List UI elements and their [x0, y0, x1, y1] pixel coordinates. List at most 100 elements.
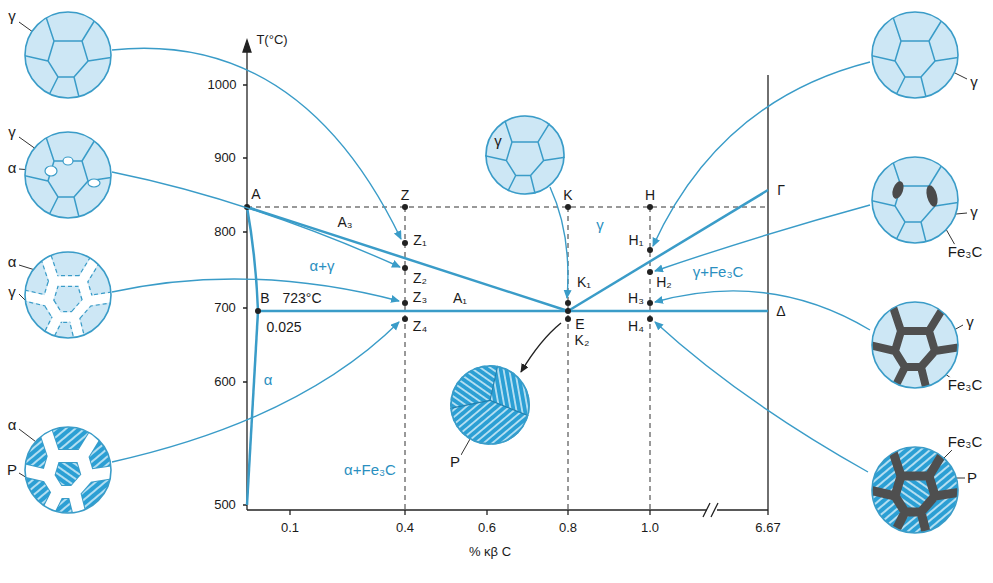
axis-title: % κβ C [468, 545, 512, 559]
microstructure-circle: γFe₃C [871, 301, 959, 389]
circle-outline [871, 301, 959, 389]
axes [243, 85, 247, 505]
circle-outline [871, 446, 959, 534]
circle-outline [486, 116, 564, 194]
point-label: Z₃ [412, 290, 428, 305]
ferrite-nucleation-structure [22, 131, 114, 221]
phase-label: γ [969, 204, 979, 220]
tick-label: 0.8 [558, 521, 578, 535]
pointer-arrows [112, 279, 399, 301]
points [244, 204, 653, 322]
microstructure-circle: γα [24, 131, 112, 219]
point-label: Γ [776, 183, 786, 198]
leader-lines [19, 22, 967, 481]
phase-label: γ [969, 74, 979, 90]
phase-lines [568, 190, 768, 311]
axes [290, 510, 768, 515]
ferrite-nucleation-structure [25, 132, 111, 218]
austenite-structure [22, 11, 114, 101]
circle-outline [24, 11, 112, 99]
phase-label: γ [7, 124, 17, 140]
pointer-arrows [550, 187, 568, 298]
point-label: H₃ [627, 291, 645, 306]
austenite-structure [482, 114, 568, 198]
tick-label: 0.6 [477, 521, 497, 535]
points [402, 204, 408, 210]
phase-lines [247, 311, 258, 505]
cementite-nucleation-structure [872, 157, 958, 243]
pearlite-structure [444, 359, 537, 452]
dashed-guides [247, 207, 768, 208]
points [402, 240, 408, 246]
point-label: H₁ [628, 233, 645, 248]
tick-label: 1000 [207, 78, 238, 92]
point-label: Z₂ [412, 271, 428, 286]
region-label: α [263, 372, 274, 388]
point-label: 0.025 [265, 320, 302, 335]
ferrite-network-structure [22, 251, 114, 341]
austenite-structure [869, 11, 961, 101]
austenite-structure [22, 11, 114, 101]
phase-label: Fe₃C [947, 244, 983, 260]
axes [247, 509, 768, 510]
circle-outline [871, 11, 959, 99]
points [402, 265, 408, 271]
microstructure-circle: γ [485, 115, 565, 195]
tick-label: 1.0 [640, 521, 660, 535]
hypereutectoid-structure [869, 446, 961, 536]
hypereutectoid-structure [869, 446, 961, 536]
circle-outline [24, 131, 112, 219]
hypoeutectoid-structure [22, 426, 114, 516]
point-label: A [250, 187, 261, 202]
circle-outline [485, 115, 565, 195]
points [647, 300, 653, 306]
points [647, 316, 653, 322]
austenite-structure [482, 114, 568, 198]
phase-label: Fe₃C [947, 434, 983, 450]
microstructure-circle: αγ [24, 251, 112, 339]
region-label: α+γ [309, 258, 336, 274]
cementite-nucleation-structure [869, 156, 961, 246]
phase-label: γ [7, 8, 17, 24]
phase-label: α [7, 160, 18, 176]
phase-label: γ [965, 314, 975, 330]
tick-label: 500 [213, 498, 237, 512]
eutectoid-arrow [521, 323, 561, 372]
pointer-arrows [655, 291, 870, 330]
circle-outline [24, 251, 112, 339]
points [647, 247, 653, 253]
ferrite-nucleation-structure [22, 131, 114, 221]
hypoeutectoid-structure [22, 426, 114, 516]
ferrite-network-structure [22, 251, 114, 341]
point-label: Z₄ [412, 319, 428, 334]
circle-outline [872, 157, 958, 243]
tick-label: 0.4 [395, 521, 415, 535]
pearlite-structure [444, 359, 537, 452]
circle-outline [25, 252, 111, 338]
ferrite-network-structure [22, 251, 114, 341]
microstructure-circle: P [450, 365, 530, 445]
microstructure-circle: γ [871, 11, 959, 99]
point-label: 723°C [281, 291, 322, 306]
region-label: γ+Fe₃C [692, 264, 745, 280]
points [565, 204, 571, 210]
point-label: A₃ [336, 215, 353, 230]
tick-label: 600 [213, 375, 237, 389]
austenite-structure [485, 115, 565, 195]
point-label: H₄ [627, 319, 645, 334]
point-label: Δ [775, 304, 786, 319]
circle-outline [872, 12, 958, 98]
phase-label: P [966, 470, 978, 486]
microstructure-circle: αP [24, 426, 112, 514]
point-label: B [259, 291, 270, 306]
hypoeutectoid-structure [22, 426, 114, 516]
axes [703, 503, 718, 517]
phase-label: α [7, 254, 18, 270]
dashed-guides [247, 207, 768, 510]
pointer-arrows [112, 48, 870, 472]
austenite-structure [872, 12, 958, 98]
ferrite-nucleation-structure [88, 179, 100, 187]
austenite-structure [482, 114, 568, 198]
points [402, 300, 408, 306]
pearlite-structure [444, 359, 537, 419]
